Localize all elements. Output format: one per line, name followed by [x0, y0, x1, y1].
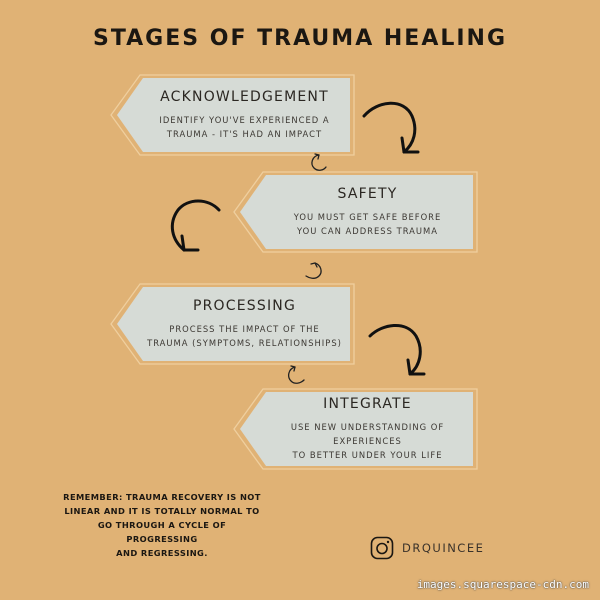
stage-description-line: TO BETTER UNDER YOUR LIFE [292, 450, 443, 460]
instagram-handle: DRQUINCEE [402, 541, 485, 555]
arrow-box-shape [110, 283, 355, 365]
arrow-box-shape [110, 74, 355, 156]
page-title: STAGES OF TRAUMA HEALING [92, 26, 508, 51]
stage-safety: SAFETY YOU MUST GET SAFE BEFORE YOU CAN … [233, 171, 478, 253]
curved-arrow-icon [170, 199, 221, 252]
stage-description-line: USE NEW UNDERSTANDING OF EXPERIENCES [290, 422, 445, 446]
social-handle: DRQUINCEE [370, 536, 484, 560]
stage-description-line: YOU CAN ADDRESS TRAUMA [297, 226, 438, 236]
watermark: images.squarespace-cdn.com [416, 578, 589, 591]
instagram-icon [370, 536, 394, 560]
small-cycle-arrow-icon [311, 153, 327, 171]
stage-description-line: TRAUMA - IT'S HAD AN IMPACT [166, 129, 323, 139]
stage-heading: PROCESSING [192, 298, 297, 314]
arrow-box-shape [233, 388, 478, 470]
small-cycle-arrow-icon [288, 365, 305, 384]
small-cycle-arrow-icon [305, 262, 322, 279]
stage-processing: PROCESSING PROCESS THE IMPACT OF THE TRA… [110, 283, 355, 365]
stage-acknowledgement: ACKNOWLEDGEMENT IDENTIFY YOU'VE EXPERIEN… [110, 74, 355, 156]
stage-heading: ACKNOWLEDGEMENT [160, 89, 329, 105]
note-line: AND REGRESSING. [116, 548, 208, 558]
curved-arrow-icon [368, 324, 426, 376]
stage-description-line: TRAUMA (SYMPTOMS, RELATIONSHIPS) [147, 338, 342, 348]
note-line: REMEMBER: TRAUMA RECOVERY IS NOT [63, 492, 261, 502]
reminder-note: REMEMBER: TRAUMA RECOVERY IS NOT LINEAR … [62, 490, 262, 560]
stage-heading: INTEGRATE [323, 396, 412, 412]
stage-integrate: INTEGRATE USE NEW UNDERSTANDING OF EXPER… [233, 388, 478, 470]
stage-description-line: IDENTIFY YOU'VE EXPERIENCED A [159, 115, 330, 125]
note-line: LINEAR AND IT IS TOTALLY NORMAL TO [64, 506, 260, 516]
stage-heading: SAFETY [337, 186, 398, 202]
note-line: GO THROUGH A CYCLE OF PROGRESSING [97, 520, 227, 544]
curved-arrow-icon [362, 101, 420, 154]
stage-description-line: YOU MUST GET SAFE BEFORE [293, 212, 442, 222]
stage-description-line: PROCESS THE IMPACT OF THE [169, 324, 320, 334]
arrow-box-shape [233, 171, 478, 253]
